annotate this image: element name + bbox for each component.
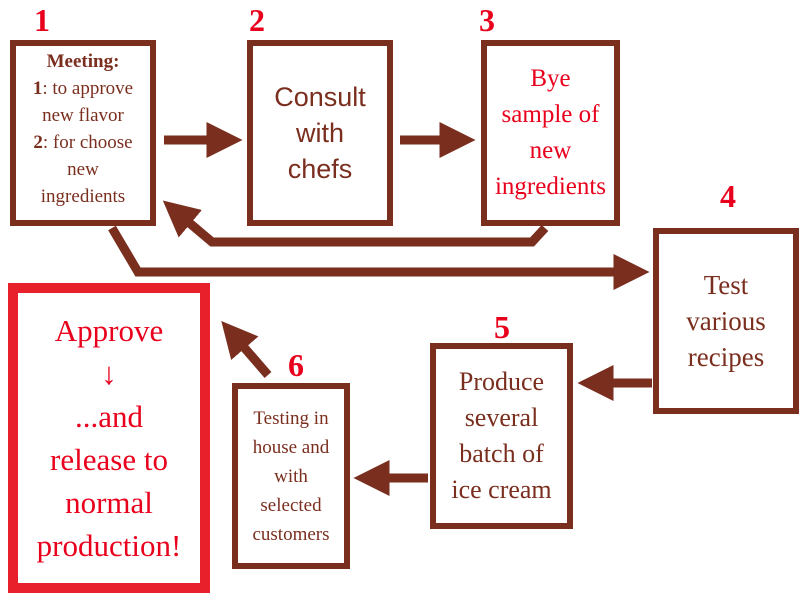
final-line-1: Approve [54,313,164,348]
step-5-line-2: several [464,403,539,432]
step-3-line-4: ingredients [494,173,607,200]
step-2-line-2: with [295,118,344,148]
final-line-5: normal [65,485,153,520]
step-3-line-3: new [529,137,572,164]
step-number-3: 3 [479,2,495,38]
step-number-6: 6 [288,347,304,383]
arrow-3-back-to-1 [162,200,549,247]
step-4-line-2: various [686,306,766,336]
arrow-6-to-approve [221,320,272,378]
step-4-line-3: recipes [687,342,765,372]
step-5-line-1: Produce [458,367,545,396]
final-line-4: release to [50,442,168,477]
step-3-line-2: sample of [501,101,600,128]
step-box-test-recipes: Test various recipes [653,228,799,414]
step-box-produce-batches: Produce several batch of ice cream [430,343,573,529]
final-line-3: ...and [74,399,143,434]
meeting-item-1-line-2: new flavor [42,105,124,126]
step-box-consult-chefs: Consult with chefs [247,40,393,226]
step-2-line-3: chefs [287,154,353,184]
approve-release-box: Approve ↓ ...and release to normal produ… [8,283,210,593]
step-6-line-2: house and [252,436,330,458]
meeting-title: Meeting: [46,51,120,72]
meeting-item-2: 2: for choose [33,129,132,156]
step-number-5: 5 [494,309,510,345]
meeting-item-2-line-1: : for choose [42,132,133,153]
final-line-6: production! [36,528,182,563]
step-2-line-1: Consult [274,82,366,112]
step-number-2: 2 [249,2,265,38]
step-6-line-1: Testing in [253,407,329,429]
meeting-item-1-line-1: : to approve [42,78,134,99]
step-6-line-3: with [274,465,308,487]
meeting-item-2-line-2: new [67,159,99,180]
step-number-1: 1 [34,2,50,38]
step-box-buy-samples: Bye sample of new ingredients [481,40,620,226]
step-6-line-5: customers [252,523,330,545]
meeting-item-2-number: 2 [33,132,43,153]
meeting-item-1-number: 1 [32,78,43,99]
step-5-line-3: batch of [459,439,544,468]
step-4-line-1: Test [703,270,749,300]
step-6-line-4: selected [260,494,322,516]
down-arrow-icon: ↓ [101,356,117,391]
step-5-line-4: ice cream [451,475,552,504]
meeting-item-1: 1: to approve [33,75,133,102]
arrow-1-to-4 [108,225,650,290]
step-number-4: 4 [720,178,736,214]
step-box-meeting: Meeting: 1: to approve new flavor 2: for… [10,40,156,226]
meeting-item-2-line-3: ingredients [40,186,126,207]
step-box-testing-customers: Testing in house and with selected custo… [232,383,350,569]
step-3-line-1: Bye [530,65,571,92]
